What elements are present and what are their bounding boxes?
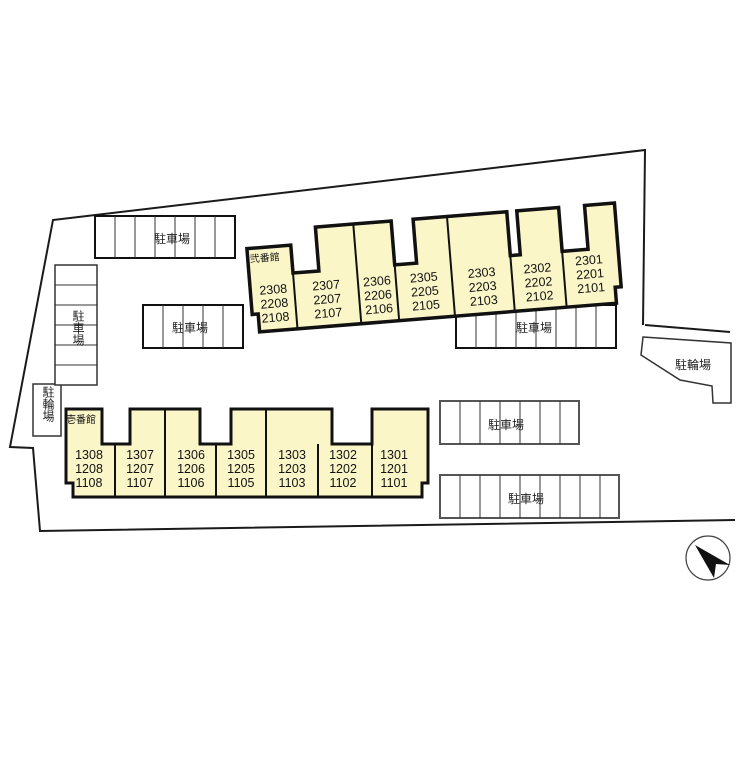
bicycle-parking-right-area [640, 336, 732, 404]
parking-label-center-left: 駐車場 [172, 321, 209, 335]
site-boundary [8, 148, 736, 533]
building-2-name: 弐番館 [249, 252, 281, 266]
site-plan-canvas [8, 148, 736, 581]
parking-label-right-middle: 駐車場 [488, 418, 525, 432]
parking-label-left-vertical: 駐車場 [71, 310, 85, 346]
bicycle-parking-label-left: 駐輪場 [41, 386, 55, 422]
parking-label-right-upper: 駐車場 [516, 321, 553, 335]
building-1-shape [64, 407, 430, 499]
parking-center-left [142, 304, 244, 349]
parking-right-lower [439, 474, 620, 519]
building-2-shape [245, 201, 624, 334]
bicycle-parking-left-area [32, 383, 62, 437]
parking-label-top-left: 駐車場 [154, 232, 191, 246]
parking-left-vertical [54, 264, 98, 386]
parking-top-left [94, 215, 236, 259]
parking-right-middle [439, 400, 580, 445]
bicycle-parking-label-right: 駐輪場 [675, 358, 712, 372]
parking-label-right-lower: 駐車場 [508, 492, 545, 506]
site-boundary-right-step [644, 324, 731, 333]
compass-icon [685, 535, 731, 581]
building-1-name: 壱番館 [66, 415, 96, 426]
